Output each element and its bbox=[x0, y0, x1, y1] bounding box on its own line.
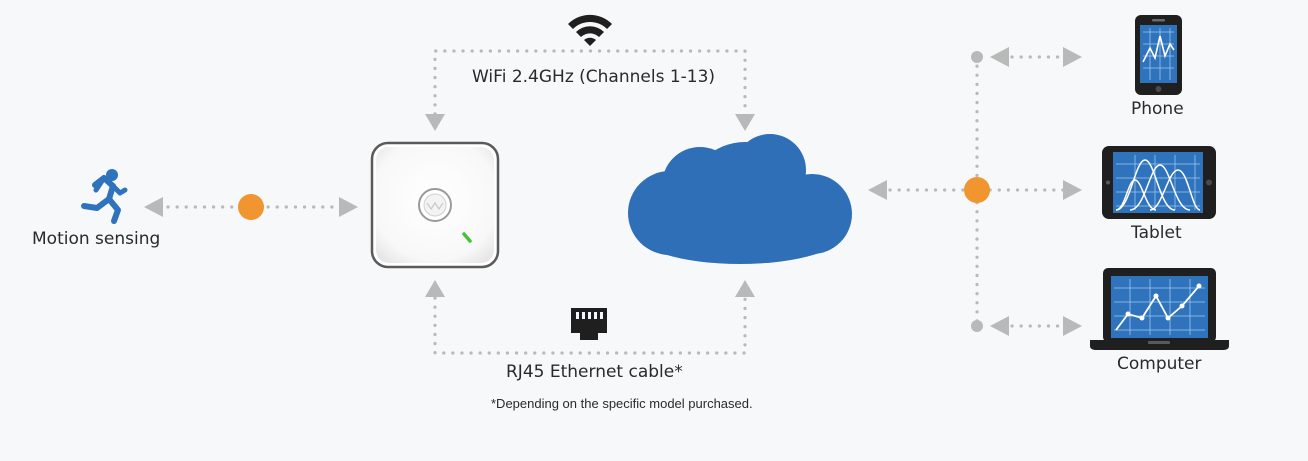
wifi-icon bbox=[568, 14, 612, 46]
arrow-up-eth-right bbox=[735, 280, 755, 297]
ethernet-port-icon bbox=[571, 308, 607, 340]
arrow-right-motion bbox=[339, 197, 358, 217]
computer-label: Computer bbox=[1117, 354, 1202, 374]
footnote: *Depending on the specific model purchas… bbox=[491, 396, 753, 411]
arrow-up-eth-left bbox=[425, 280, 445, 297]
trunk-end-top bbox=[971, 51, 983, 63]
gateway-device bbox=[370, 141, 500, 269]
arrow-right-phone bbox=[1063, 47, 1082, 67]
connector-lines bbox=[166, 49, 1070, 355]
arrow-left-computer bbox=[990, 316, 1009, 336]
phone-label: Phone bbox=[1131, 99, 1184, 119]
arrow-right-computer bbox=[1063, 316, 1082, 336]
arrowheads bbox=[144, 47, 1082, 336]
arrow-left-motion bbox=[144, 197, 163, 217]
arrow-right-tablet bbox=[1063, 180, 1082, 200]
running-person-icon bbox=[81, 169, 128, 224]
motion-label: Motion sensing bbox=[32, 229, 161, 249]
trunk-end-bottom bbox=[971, 320, 983, 332]
phone-icon bbox=[1135, 15, 1182, 95]
wifi-link-line bbox=[433, 49, 747, 116]
status-led bbox=[462, 232, 472, 243]
tablet-label: Tablet bbox=[1131, 223, 1182, 243]
ethernet-link-line bbox=[433, 296, 747, 355]
laptop-icon bbox=[1090, 268, 1229, 350]
arrow-left-phone bbox=[990, 47, 1009, 67]
arrow-left-cloud bbox=[868, 180, 887, 200]
tablet-icon bbox=[1102, 146, 1216, 219]
arrow-down-wifi-right bbox=[735, 114, 755, 131]
ethernet-label: RJ45 Ethernet cable* bbox=[506, 362, 683, 382]
cloud-icon bbox=[628, 134, 852, 264]
wifi-label: WiFi 2.4GHz (Channels 1-13) bbox=[472, 67, 716, 87]
motion-connector-dot bbox=[238, 194, 264, 220]
hub-connector-dot bbox=[964, 177, 990, 203]
arrow-down-wifi-left bbox=[425, 114, 445, 131]
